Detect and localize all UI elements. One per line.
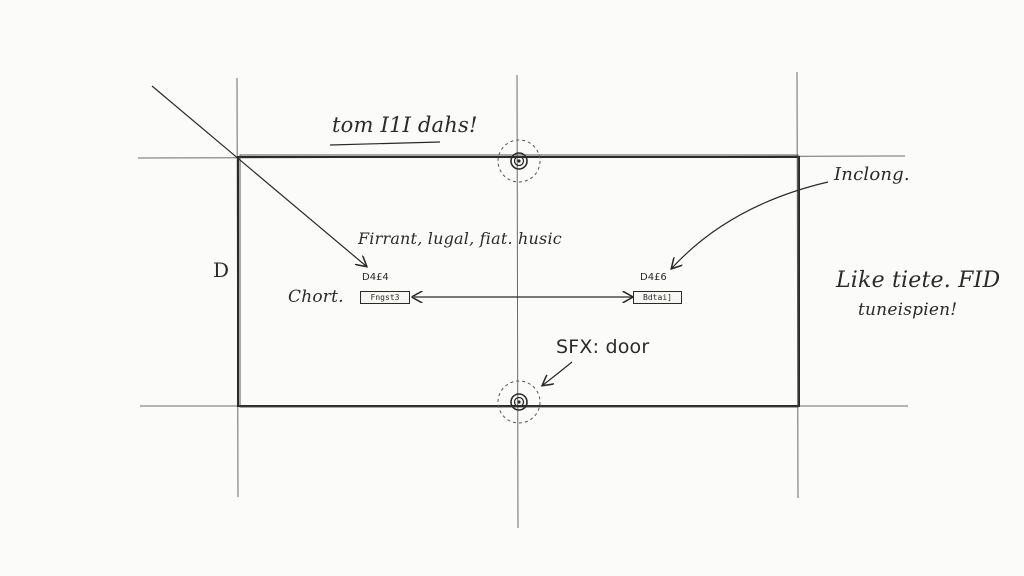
title-note: tom I1I dahs! <box>332 113 478 137</box>
right-top-note: Inclong. <box>834 164 910 185</box>
left-component-box: Fngst3 <box>360 291 410 304</box>
guide-vertical-right <box>796 71 799 499</box>
right-box-tag: D4£6 <box>640 272 667 283</box>
right-note-line1: Like tiete. FID <box>836 268 1001 293</box>
sfx-note: SFX: door <box>556 336 650 358</box>
main-frame <box>237 156 800 407</box>
diagonal-arrow <box>151 85 366 266</box>
curved-arrow-right <box>672 181 829 268</box>
sfx-arrow <box>543 361 573 385</box>
left-side-mark: D <box>213 258 230 282</box>
microphone-bottom-icon <box>497 380 541 424</box>
left-top-note: Firrant, lugal, fiat. husic <box>358 229 562 248</box>
left-item-note: Chort. <box>288 287 344 307</box>
left-box-tag: D4£4 <box>362 272 389 283</box>
guide-vertical-middle <box>516 74 519 529</box>
right-component-box: Bdtai] <box>633 291 682 304</box>
main-frame-overstroke <box>239 154 799 408</box>
right-note-line2: tuneispien! <box>858 300 958 320</box>
title-underline <box>329 141 441 146</box>
microphone-top-icon <box>497 139 541 183</box>
